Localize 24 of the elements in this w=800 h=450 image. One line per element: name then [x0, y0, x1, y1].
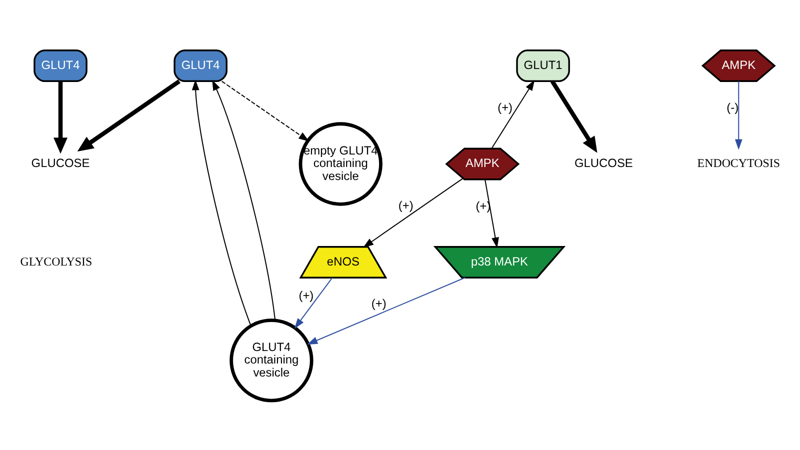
arrow	[734, 80, 742, 150]
edge-label: (+)	[498, 100, 513, 114]
node-box: GLUT1	[516, 49, 570, 82]
edge-label: (-)	[726, 100, 739, 114]
arrow	[212, 79, 276, 320]
edge-label: (+)	[298, 288, 314, 302]
arrow	[491, 79, 535, 148]
node-text: GLUCOSE	[574, 156, 633, 170]
arrow	[484, 178, 499, 248]
arrow	[54, 80, 68, 154]
node-text: GLUCOSE	[31, 156, 90, 170]
edge-label: (+)	[371, 296, 386, 310]
label: GLYCOLYSIS	[20, 254, 92, 268]
node-text: ENDOCYTOSIS	[697, 156, 780, 170]
edge-label: (+)	[398, 198, 414, 212]
arrow	[362, 177, 464, 248]
node-box: GLUT4	[174, 49, 228, 82]
arrow	[192, 79, 252, 326]
node-box: GLUT4	[34, 49, 88, 82]
arrow	[550, 80, 598, 152]
arrow	[294, 276, 333, 328]
arrow	[77, 79, 181, 152]
arrow	[306, 276, 466, 344]
arrow	[222, 80, 310, 142]
